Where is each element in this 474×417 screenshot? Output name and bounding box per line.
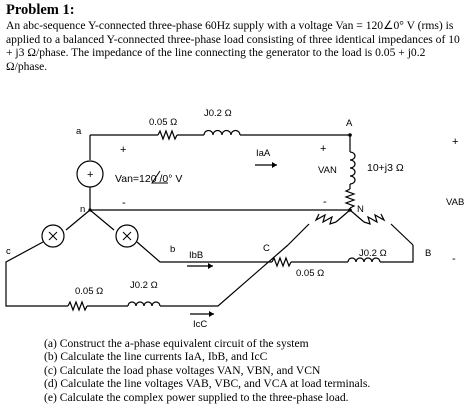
plus-sign-load: + (320, 143, 326, 155)
problem-title: Problem 1: (6, 2, 75, 18)
line-b (136, 241, 272, 263)
node-c-label: c (6, 246, 11, 257)
line-voltage-ab-label: VAB (446, 197, 464, 208)
task-b: (b) Calculate the line currents IaA, IbB… (44, 350, 268, 364)
source-voltage-label: Van=120 /0° V (115, 173, 182, 185)
source-a-icon (76, 160, 104, 188)
line-c-resistance-label: 0.05 Ω (75, 286, 103, 297)
line-c-right (160, 244, 289, 307)
line-a-reactance-label: J0.2 Ω (204, 108, 232, 119)
node-b-label: b (170, 244, 175, 255)
task-d: (d) Calculate the line voltages VAB, VBC… (44, 377, 371, 391)
load-leg-c-icon (314, 213, 337, 225)
node-A-label: A (346, 118, 353, 129)
node-N-label: N (357, 204, 364, 215)
node-a-label: a (76, 126, 82, 137)
line-a-resistance-label: 0.05 Ω (149, 117, 177, 128)
source-c-icon (41, 224, 65, 248)
line-b-resistance-label: 0.05 Ω (296, 268, 324, 279)
inductor-b-icon (347, 257, 381, 263)
minus-sign-source: - (122, 197, 126, 209)
current-b-label: IbB (189, 250, 203, 261)
current-c-label: IcC (193, 319, 207, 330)
task-list: (a) Construct the a-phase equivalent cir… (44, 337, 370, 404)
minus-sign-line-voltage: - (452, 253, 456, 265)
line-c-reactance-label: J0.2 Ω (130, 280, 158, 291)
plus-sign-line-voltage: + (452, 136, 458, 148)
inductor-a-icon (203, 129, 241, 136)
load-inductor-icon (349, 151, 356, 185)
angle-symbol-icon (151, 170, 168, 184)
load-voltage-label: VAN (318, 165, 337, 176)
minus-sign-load: - (323, 196, 327, 208)
load-leg-b-icon (363, 213, 386, 225)
load-resistor-icon (344, 188, 356, 209)
node-n-label: n (80, 204, 85, 215)
resistor-a-icon (157, 129, 178, 141)
resistor-b-icon (271, 256, 292, 268)
line-c-left (5, 241, 68, 307)
source-b-icon (115, 224, 139, 248)
node-B-label: B (425, 248, 431, 259)
resistor-c-icon (67, 300, 88, 312)
task-a: (a) Construct the a-phase equivalent cir… (44, 337, 309, 350)
inductor-c-icon (127, 301, 161, 307)
task-c: (c) Calculate the load phase voltages VA… (44, 363, 321, 377)
plus-sign-source: + (120, 144, 126, 156)
line-b-reactance-label: J0.2 Ω (359, 248, 387, 259)
load-impedance-label: 10+j3 Ω (367, 162, 404, 174)
plus-sign-source-terminal: + (87, 169, 93, 181)
task-e: (e) Calculate the complex power supplied… (44, 390, 349, 404)
node-C-label: C (263, 243, 270, 254)
problem-statement: An abc-sequence Y-connected three-phase … (6, 19, 460, 73)
neutral-wire (89, 187, 351, 211)
current-a-label: IaA (256, 148, 271, 159)
